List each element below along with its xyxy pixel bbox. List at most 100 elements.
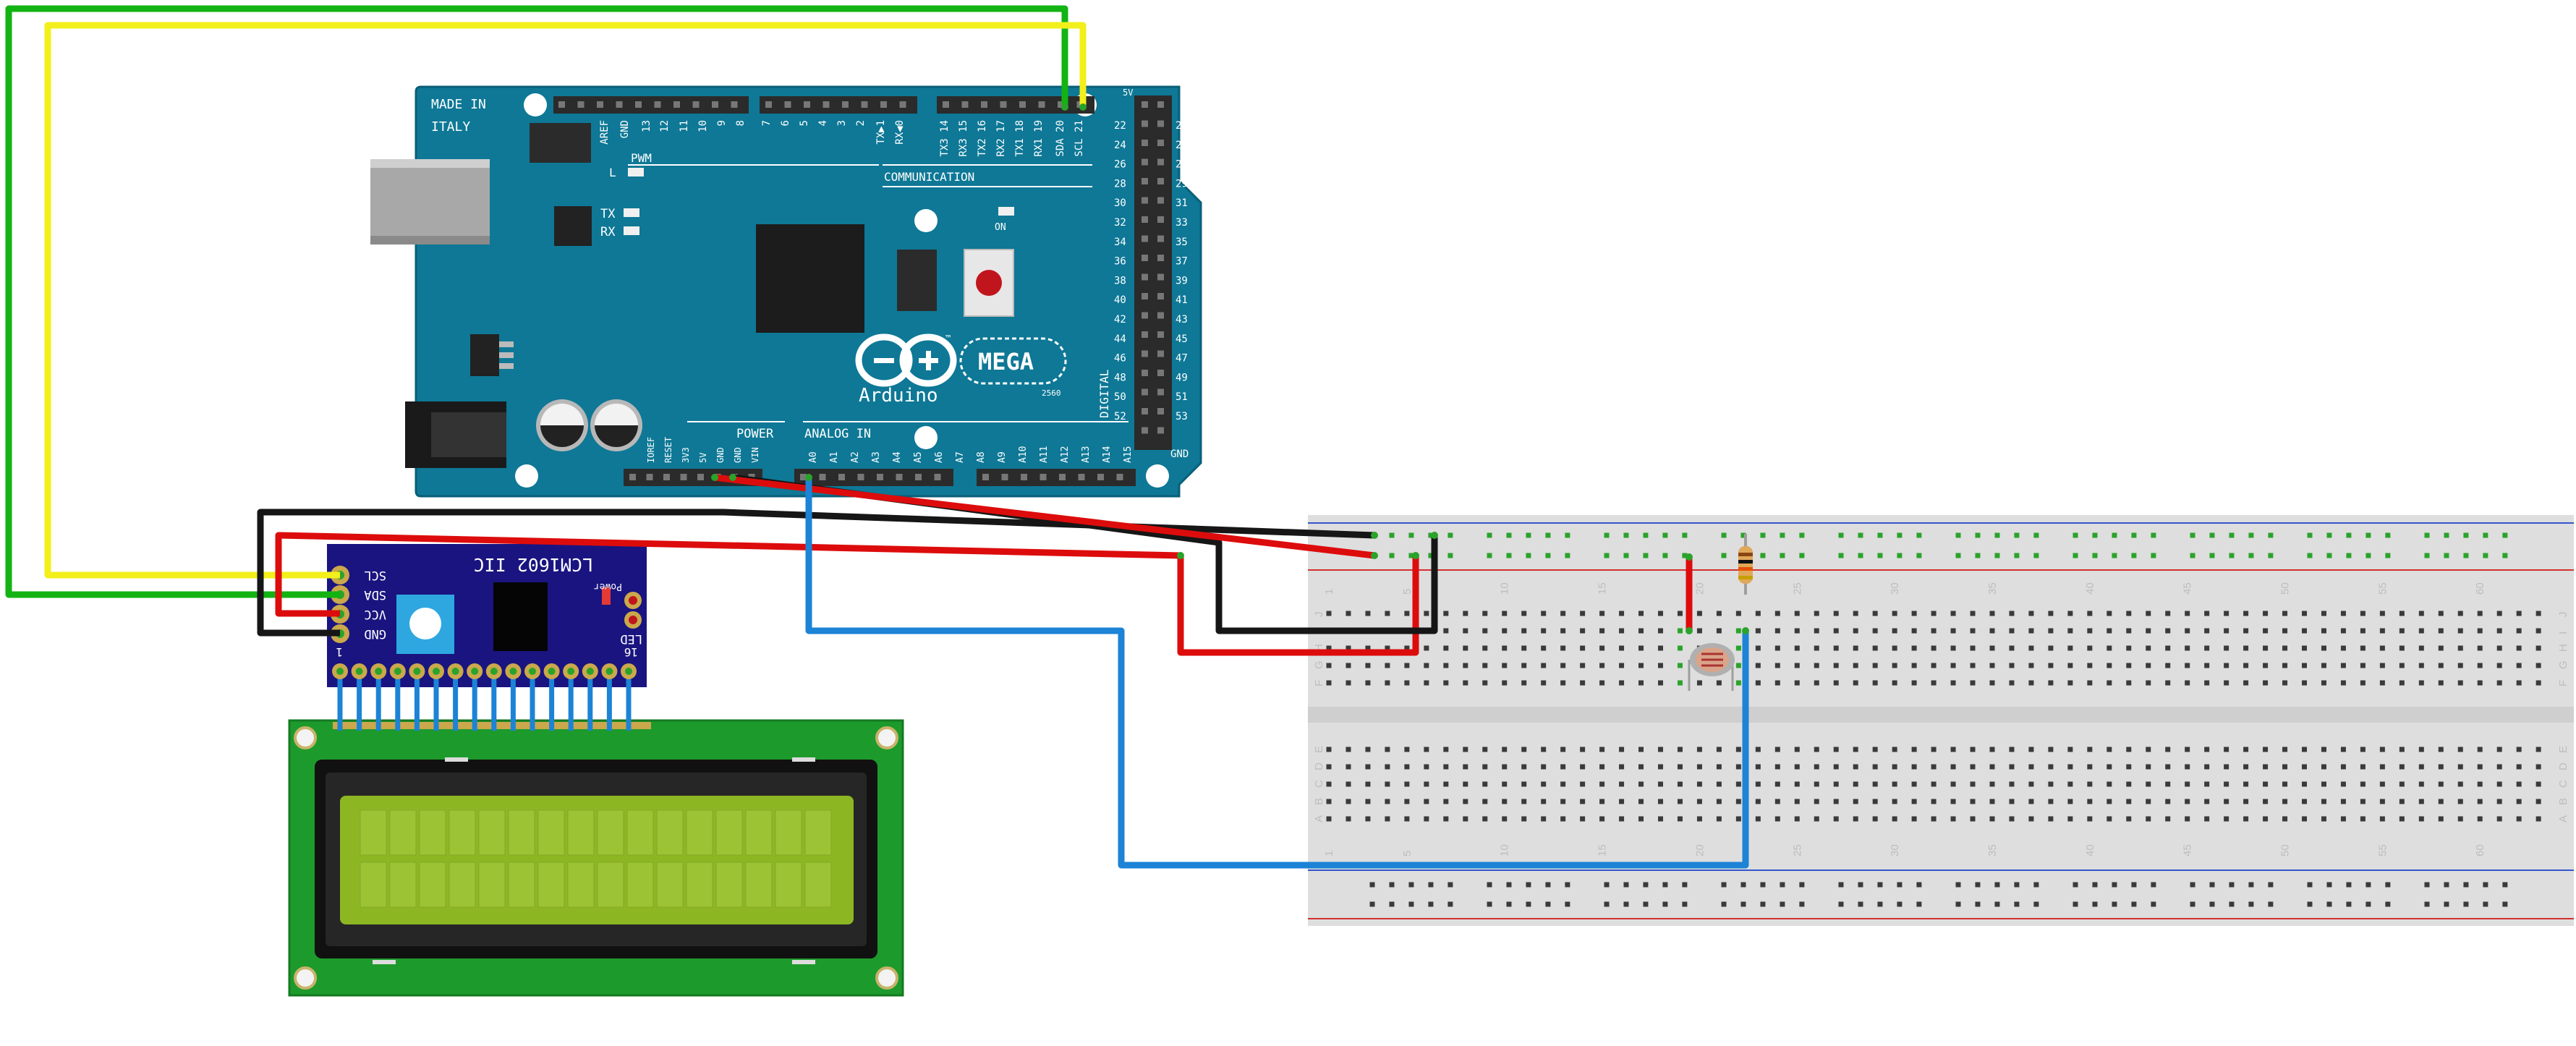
breadboard-hole: [2457, 816, 2463, 822]
breadboard-hole: [2282, 764, 2288, 770]
header-pin: [1142, 101, 1148, 108]
breadboard-hole: [1774, 628, 1780, 634]
breadboard-hole: [1541, 611, 1547, 616]
breadboard-hole: [2263, 680, 2269, 686]
breadboard-hole: [1424, 680, 1429, 686]
digital-label: DIGITAL: [1097, 370, 1111, 418]
analog-pin-label: A4: [892, 451, 903, 463]
rail-hole: [2190, 901, 2195, 907]
breadboard-hole: [1833, 799, 1839, 804]
breadboard-hole: [2146, 680, 2151, 686]
breadboard-hole: [1677, 764, 1683, 770]
column-number-bottom: 25: [1791, 844, 1803, 856]
breadboard-hole: [2496, 663, 2502, 668]
breadboard-hole: [2146, 799, 2151, 804]
top-pin-label: 13: [641, 120, 652, 132]
header-pin: [1142, 408, 1148, 414]
breadboard-hole: [2438, 663, 2444, 668]
breadboard-hole: [1580, 628, 1586, 634]
breadboard-hole: [2477, 628, 2483, 634]
breadboard-hole: [1970, 816, 1976, 822]
breadboard-hole: [2535, 799, 2541, 804]
lcd-cell: [419, 809, 446, 856]
tm-mark: ™: [945, 333, 951, 344]
breadboard-hole: [1833, 764, 1839, 770]
breadboard-hole: [2282, 816, 2288, 822]
rail-hole: [1955, 532, 1961, 538]
breadboard-hole: [1833, 611, 1839, 616]
lcd-cell: [656, 809, 684, 856]
rail-hole: [1448, 553, 1453, 558]
header-pin: [1157, 140, 1164, 146]
i2c-pin-label: VCC: [364, 607, 386, 621]
breadboard-hole: [1521, 663, 1527, 668]
breadboard-hole: [2263, 645, 2269, 651]
breadboard-hole: [1385, 645, 1390, 651]
rail-hole: [1662, 553, 1668, 558]
breadboard-hole: [1424, 611, 1429, 616]
lcd-mount-hole: [875, 966, 898, 990]
digital-pin-label: 35: [1176, 237, 1188, 248]
breadboard-hole: [2126, 747, 2132, 752]
digital-pin-label: 22: [1114, 120, 1126, 132]
i2c-title: LCM1602 IIC: [473, 554, 593, 575]
rail-hole: [1506, 882, 1512, 888]
pin-first-label: 1: [336, 645, 343, 659]
top-pin-label: RX3 15: [958, 120, 969, 157]
breadboard-hole: [1892, 799, 1897, 804]
breadboard-hole: [2321, 611, 2326, 616]
made-in-label: MADE IN: [431, 97, 486, 112]
breadboard-hole: [2009, 645, 2015, 651]
breadboard-hole: [1853, 816, 1858, 822]
breadboard-hole: [1892, 663, 1897, 668]
breadboard-hole: [1638, 781, 1644, 787]
header-pin: [1078, 474, 1085, 480]
header-pin: [663, 474, 670, 480]
rail-hole: [1506, 532, 1512, 538]
breadboard-hole: [2224, 816, 2229, 822]
row-letter: B: [1313, 798, 1325, 805]
breadboard-hole: [1735, 628, 1741, 634]
header-pin: [896, 474, 903, 480]
breadboard-hole: [1560, 799, 1566, 804]
breadboard-hole: [2360, 781, 2365, 787]
rail-hole: [1369, 882, 1375, 888]
rail-hole: [2151, 553, 2156, 558]
breadboard-hole: [1521, 645, 1527, 651]
breadboard-hole: [2477, 799, 2483, 804]
on-label: ON: [995, 222, 1006, 233]
breadboard-hole: [1385, 799, 1390, 804]
breadboard-hole: [1346, 680, 1351, 686]
breadboard-hole: [1463, 628, 1468, 634]
header-pins: [558, 101, 1164, 480]
breadboard-hole: [2185, 747, 2190, 752]
rail-hole: [2424, 553, 2430, 558]
rail-hole: [1994, 901, 2000, 907]
breadboard-hole: [2126, 680, 2132, 686]
lcd-cell: [597, 862, 624, 908]
breadboard-column-numbers: 1155101015152020252530303535404045455050…: [1323, 582, 2486, 856]
breadboard-hole: [1599, 611, 1605, 616]
breadboard-hole: [2028, 645, 2034, 651]
breadboard-hole: [2243, 764, 2249, 770]
rail-hole: [1604, 553, 1610, 558]
lcd-cell: [626, 862, 654, 908]
top-pin-label: 11: [679, 120, 690, 132]
rail-hole: [2014, 882, 2020, 888]
rail-hole: [2326, 553, 2332, 558]
rail-hole: [1760, 553, 1766, 558]
i2c-header-pin-hole: [394, 668, 401, 675]
rail-hole: [2365, 532, 2371, 538]
breadboard-hole: [2067, 680, 2073, 686]
breadboard-hole: [2028, 663, 2034, 668]
breadboard-hole: [1638, 680, 1644, 686]
breadboard-hole: [1463, 816, 1468, 822]
rail-hole: [2307, 882, 2313, 888]
breadboard-hole: [2477, 816, 2483, 822]
rail-hole: [2483, 901, 2488, 907]
breadboard-hole: [1502, 747, 1508, 752]
i2c-header-pin-hole: [567, 668, 575, 675]
rail-hole: [1623, 882, 1629, 888]
breadboard-hole: [2438, 764, 2444, 770]
